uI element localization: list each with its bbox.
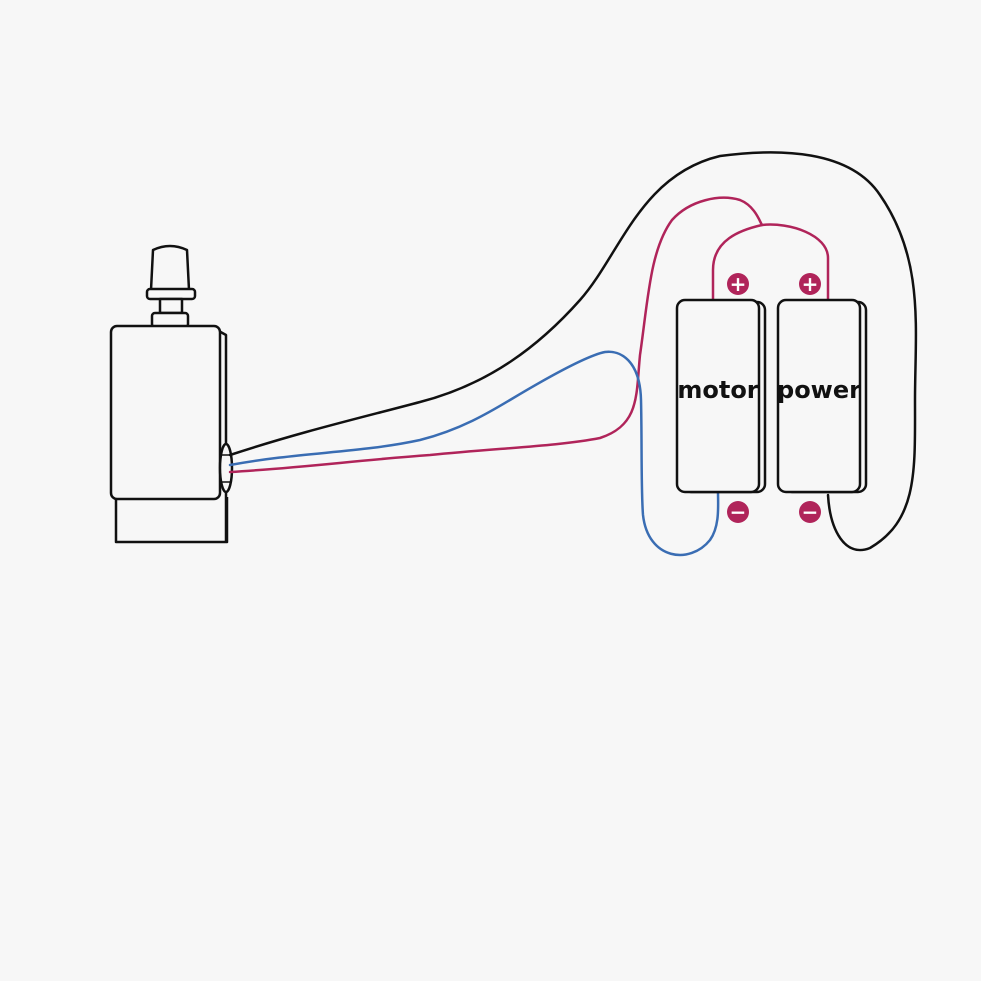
wires <box>228 151 918 557</box>
red-bridge-wire <box>711 223 830 302</box>
motor-knob-collar <box>145 287 197 301</box>
motor-box-label: motor <box>677 376 758 404</box>
motor-knob-cap <box>149 244 191 292</box>
blue-wire <box>228 350 720 557</box>
motor-body <box>109 324 222 501</box>
motor-unit <box>109 244 234 544</box>
motor-base <box>114 497 229 544</box>
plus-sign: + <box>730 272 747 296</box>
minus-sign: − <box>802 500 819 524</box>
motor-knob-neck <box>158 297 184 315</box>
power-box-label: power <box>777 376 861 404</box>
motor-cable-port <box>218 442 234 494</box>
power-box: power <box>776 298 868 494</box>
terminal-power-plus: + <box>799 272 821 296</box>
plus-sign: + <box>802 272 819 296</box>
terminal-motor-plus: + <box>727 272 749 296</box>
motor-box: motor <box>675 298 767 494</box>
black-wire <box>228 151 918 552</box>
terminal-power-minus: − <box>799 500 821 524</box>
terminal-motor-minus: − <box>727 500 749 524</box>
red-wire <box>228 196 764 474</box>
minus-sign: − <box>730 500 747 524</box>
